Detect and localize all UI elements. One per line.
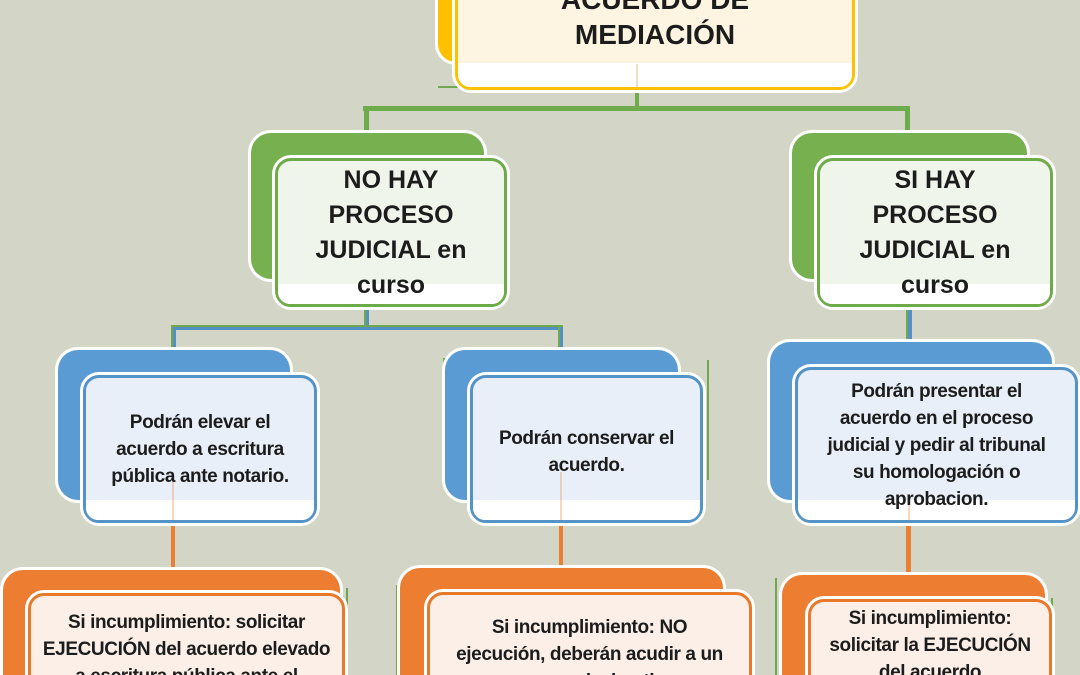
connector-conservar-to-outcome <box>559 521 563 570</box>
elbow-drop-left-green <box>171 325 173 353</box>
ejecucion-escritura-box: Si incumplimiento: solicitar EJECUCIÓN d… <box>28 593 345 675</box>
elbow-horizontal-blue <box>171 327 563 330</box>
connector-si-judicial-out-blue <box>908 307 912 345</box>
accent-line-middle-option-right <box>707 360 709 480</box>
ejecucion-acuerdo-accent-shape <box>782 575 1045 675</box>
connector-escritura-to-outcome <box>171 521 175 572</box>
no-judicial-accent-shape <box>251 133 484 279</box>
si-judicial-band <box>820 284 1050 304</box>
accent-line-outcome-right-edge <box>1051 598 1053 675</box>
accent-line-middle-option-left <box>443 358 445 482</box>
connector-title-drop <box>635 89 639 108</box>
homologacion-box: Podrán presentar el acuerdo en el proces… <box>795 367 1078 523</box>
si-judicial-accent-shape <box>792 133 1027 279</box>
conservar-text: Podrán conservar el acuerdo. <box>498 428 675 476</box>
homologacion-band <box>798 500 1075 520</box>
ejecucion-escritura-accent-shape <box>3 570 340 675</box>
elbow-drop-middle-green <box>558 325 560 353</box>
accent-line-outcome-left-right <box>346 588 348 675</box>
ejecucion-acuerdo-text: Si incumplimiento: solicitar la EJECUCIÓ… <box>829 608 1031 675</box>
no-judicial-band <box>278 284 504 304</box>
connector-si-judicial-out-green <box>906 307 908 345</box>
ejecucion-escritura-text: Si incumplimiento: solicitar EJECUCIÓN d… <box>42 612 331 675</box>
conservar-band <box>473 500 700 520</box>
no-ejecucion-box: Si incumplimiento: NO ejecución, deberán… <box>427 592 752 675</box>
si-judicial-box: SI HAY PROCESO JUDICIAL en curso <box>817 158 1053 307</box>
escritura-through-line <box>172 472 174 520</box>
no-judicial-box: NO HAY PROCESO JUDICIAL en curso <box>275 158 507 307</box>
title-through-line <box>636 64 638 87</box>
conservar-through-line <box>560 472 562 520</box>
homologacion-text: Podrán presentar el acuerdo en el proces… <box>827 380 1046 510</box>
conservar-box: Podrán conservar el acuerdo. <box>470 375 703 523</box>
escritura-text: Podrán elevar el acuerdo a escritura púb… <box>111 411 289 487</box>
connector-no-judicial-out-green <box>364 307 366 327</box>
connector-branches-horizontal <box>363 106 910 111</box>
accent-line-outcome-right-left <box>775 578 777 675</box>
escritura-accent-shape <box>58 350 290 500</box>
title-text: ACUERDO DE MEDIACIÓN <box>561 0 749 50</box>
connector-homologacion-to-outcome <box>906 521 911 577</box>
connector-drop-no-judicial <box>364 106 369 135</box>
escritura-box: Podrán elevar el acuerdo a escritura púb… <box>83 375 317 523</box>
no-ejecucion-accent-shape <box>400 568 723 675</box>
elbow-drop-middle-blue <box>560 327 563 353</box>
no-judicial-text: NO HAY PROCESO JUDICIAL en curso <box>315 165 467 299</box>
title-box: ACUERDO DE MEDIACIÓN <box>455 0 855 90</box>
elbow-horizontal-green <box>171 325 563 327</box>
conservar-accent-shape <box>445 350 678 500</box>
elbow-drop-left-blue <box>173 327 176 353</box>
escritura-band <box>86 500 314 520</box>
homologacion-accent-shape <box>770 342 1052 500</box>
accent-line-under-title <box>438 86 474 88</box>
accent-line-outcome-middle-left <box>396 585 398 675</box>
ejecucion-acuerdo-box: Si incumplimiento: solicitar la EJECUCIÓ… <box>808 599 1052 675</box>
connector-no-judicial-out-blue <box>366 307 369 329</box>
title-accent-shape <box>438 0 512 62</box>
homologacion-through-line <box>908 505 910 520</box>
si-judicial-text: SI HAY PROCESO JUDICIAL en curso <box>859 165 1011 299</box>
connector-drop-si-judicial <box>905 106 910 135</box>
title-box-band <box>458 63 852 87</box>
no-ejecucion-text: Si incumplimiento: NO ejecución, deberán… <box>456 617 723 675</box>
